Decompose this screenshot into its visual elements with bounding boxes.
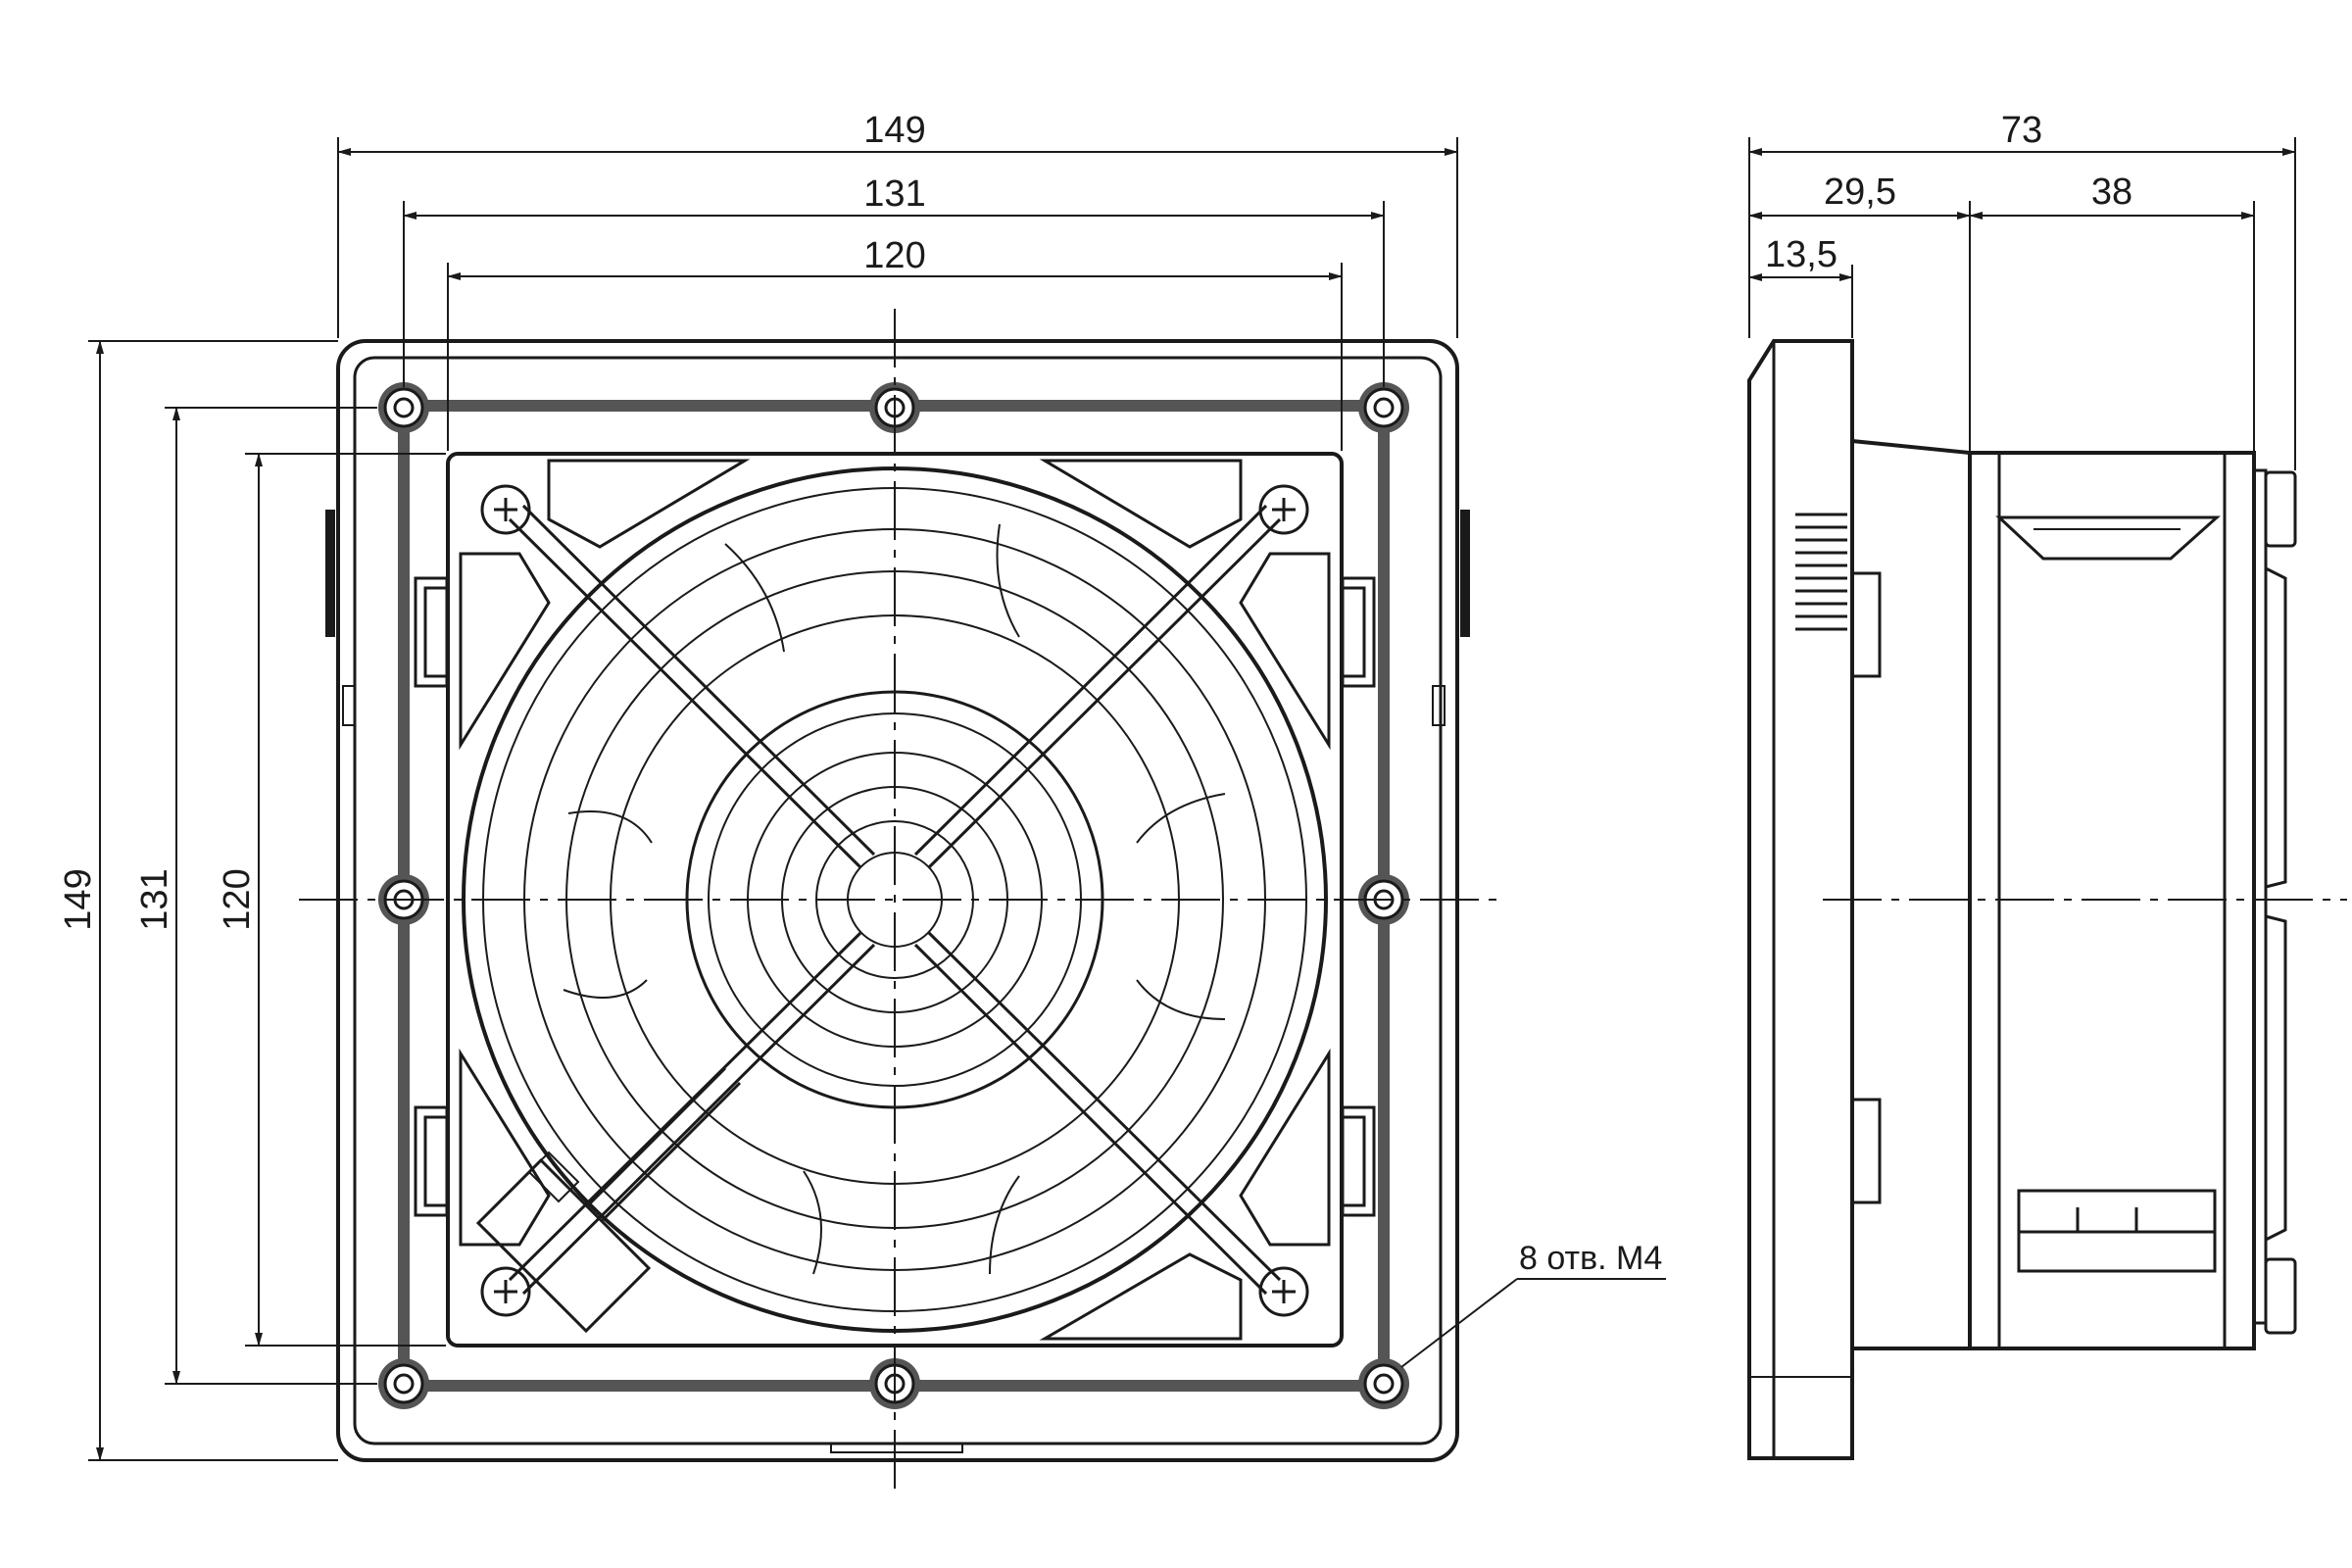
side-fan-top-vent — [1995, 515, 2221, 561]
guard-struts — [508, 504, 1282, 1296]
dim-width-overall: 149 — [337, 110, 1458, 338]
fan-blades — [563, 523, 1226, 1275]
dim-depth-flange-label: 13,5 — [1765, 234, 1838, 275]
dim-depth-total: 73 — [1748, 110, 2296, 470]
dim-depth-fan-label: 38 — [2091, 172, 2132, 213]
dim-depth-total-label: 73 — [2001, 110, 2042, 151]
dim-height-overall: 149 — [58, 340, 338, 1461]
dim-depth-fan: 38 — [1969, 172, 2255, 451]
dim-height-holes-label: 131 — [134, 868, 175, 930]
side-fan-bottom-block — [2017, 1189, 2217, 1273]
cable-box — [475, 1151, 652, 1334]
side-ribs — [1795, 513, 1847, 631]
fan-frame-tabs — [414, 576, 1376, 1217]
fan-screws — [480, 484, 1309, 1317]
dim-depth-flange: 13,5 — [1748, 234, 1853, 338]
dim-depth-front: 29,5 — [1748, 172, 1971, 451]
side-clips — [1850, 571, 1882, 1204]
hole-note: 8 отв. М4 — [1400, 1240, 1666, 1368]
housing-side-clips — [325, 510, 1470, 726]
housing-bottom-notch — [830, 1445, 963, 1453]
dim-width-overall-label: 149 — [863, 110, 925, 151]
dim-width-holes: 131 — [403, 173, 1385, 387]
dim-depth-front-label: 29,5 — [1824, 172, 1896, 213]
hole-note-label: 8 отв. М4 — [1519, 1240, 1662, 1277]
dim-height-overall-label: 149 — [58, 868, 99, 930]
dim-width-holes-label: 131 — [863, 173, 925, 215]
dim-height-fan: 120 — [217, 453, 446, 1347]
dim-width-fan-label: 120 — [863, 235, 925, 276]
side-rear-guard — [2252, 468, 2297, 1335]
dim-width-fan: 120 — [447, 235, 1343, 451]
dim-height-holes: 131 — [134, 407, 377, 1385]
dim-height-fan-label: 120 — [217, 868, 258, 930]
mounting-holes — [378, 382, 1409, 1409]
side-view: 73 29,5 38 13,5 — [1747, 110, 2347, 1460]
side-housing-body — [1851, 439, 1972, 1350]
front-view: 149 131 120 149 131 — [58, 110, 1666, 1494]
